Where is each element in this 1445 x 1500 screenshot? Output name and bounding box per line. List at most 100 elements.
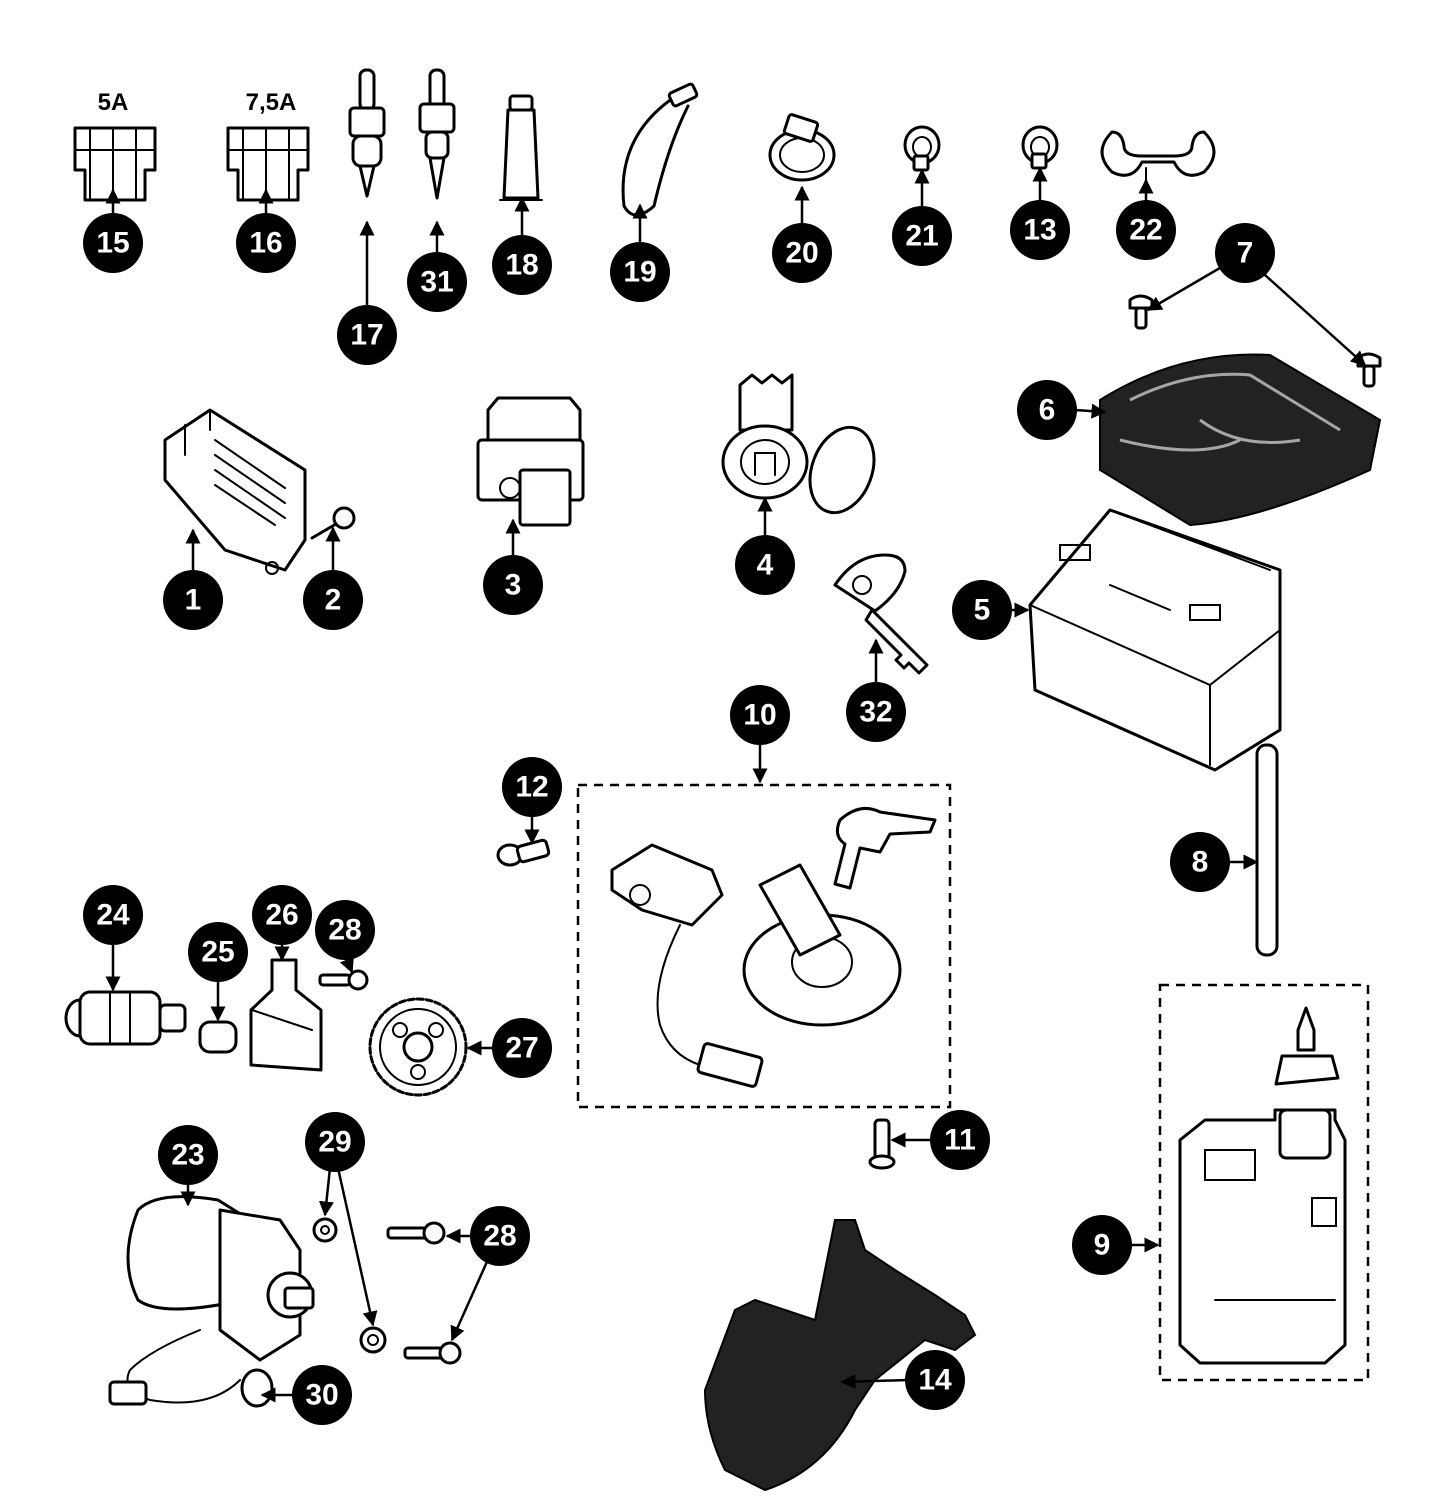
callout-number: 18	[505, 249, 538, 282]
callout-29: 29	[305, 1112, 365, 1172]
screw-part-11	[868, 1118, 896, 1170]
callout-17: 17	[337, 305, 397, 365]
callout-number: 23	[171, 1139, 204, 1172]
screw-part-2	[310, 506, 356, 540]
bolt-part-28-upper-right	[386, 1221, 446, 1245]
callout-3: 3	[483, 555, 543, 615]
callout-number: 20	[785, 237, 818, 270]
callout-number: 22	[1129, 214, 1162, 247]
battery-tray-part	[703, 1219, 977, 1492]
callout-2: 2	[303, 570, 363, 630]
callout-26: 26	[252, 885, 312, 945]
callout-5: 5	[952, 580, 1012, 640]
callout-11: 11	[930, 1110, 990, 1170]
callout-10: 10	[730, 685, 790, 745]
voltage-regulator-part	[163, 408, 307, 575]
callout-24: 24	[83, 885, 143, 945]
callout-number: 21	[905, 220, 938, 253]
callout-number: 25	[201, 936, 234, 969]
callout-31: 31	[407, 252, 467, 312]
callout-number: 10	[743, 699, 776, 732]
callout-23: 23	[158, 1125, 218, 1185]
bulb-part-17	[348, 68, 386, 198]
o-ring-part	[240, 1368, 274, 1408]
callout-9: 9	[1072, 1215, 1132, 1275]
callout-30: 30	[292, 1365, 352, 1425]
callout-number: 24	[96, 899, 130, 932]
callout-number: 28	[483, 1220, 516, 1253]
callout-28-upper: 28	[315, 900, 375, 960]
starter-drive-part	[64, 990, 187, 1046]
grease-tube-part	[499, 94, 543, 201]
callout-8: 8	[1170, 832, 1230, 892]
callout-27: 27	[492, 1018, 552, 1078]
double-clip-part	[1100, 130, 1216, 181]
callout-number: 16	[249, 227, 282, 260]
cable-tie-part	[621, 82, 699, 217]
callout-number: 30	[305, 1379, 338, 1412]
callout-number: 2	[325, 584, 342, 617]
leader-lines	[105, 166, 1367, 1403]
bushing-part	[198, 1020, 238, 1054]
washer-part-upper	[312, 1217, 338, 1243]
callout-number: 17	[350, 319, 383, 352]
fuse-5a-rating: 5A	[98, 89, 129, 116]
callout-number: 29	[318, 1126, 351, 1159]
callout-number: 8	[1192, 846, 1209, 879]
rivet-part-right	[1356, 352, 1382, 388]
callout-number: 14	[918, 1364, 952, 1397]
fuse-7-5a-rating: 7,5A	[246, 89, 297, 116]
callout-number: 7	[1237, 237, 1254, 270]
callout-25: 25	[188, 922, 248, 982]
callout-number: 31	[420, 266, 453, 299]
bolt-part-28-upper	[318, 969, 369, 991]
callout-number: 19	[623, 256, 656, 289]
battery-part	[1028, 508, 1282, 772]
screw-part-12	[496, 838, 551, 867]
callout-number: 9	[1094, 1229, 1111, 1262]
washer-part-lower	[359, 1326, 387, 1354]
callout-28-lower: 28	[470, 1206, 530, 1266]
fuse-7-5a-part: 7,5A	[226, 89, 310, 202]
fuse-5a-part: 5A	[73, 89, 157, 202]
callout-15: 15	[83, 213, 143, 273]
callout-number: 5	[974, 594, 991, 627]
callout-7: 7	[1215, 223, 1275, 283]
callout-4: 4	[735, 535, 795, 595]
callout-number: 32	[859, 696, 892, 729]
callout-22: 22	[1116, 200, 1176, 260]
vent-hose-part	[1255, 743, 1279, 957]
callout-19: 19	[610, 242, 670, 302]
starter-motor-part	[108, 1195, 315, 1406]
callout-12: 12	[502, 757, 562, 817]
callout-number: 6	[1039, 394, 1056, 427]
callout-number: 4	[757, 549, 774, 582]
callout-number: 13	[1023, 214, 1056, 247]
callout-number: 28	[328, 914, 361, 947]
battery-cover-part	[1099, 353, 1382, 527]
callout-32: 32	[846, 682, 906, 742]
starter-gear-part	[368, 997, 468, 1097]
relay-part	[476, 396, 585, 527]
bolt-part-28-lower	[403, 1341, 462, 1365]
callout-number: 1	[185, 584, 202, 617]
callout-number: 27	[505, 1032, 538, 1065]
key-part	[833, 553, 929, 675]
small-clamp-part-21	[903, 125, 941, 172]
callout-21: 21	[892, 206, 952, 266]
callout-6: 6	[1017, 380, 1077, 440]
lock-set-part	[576, 783, 952, 1109]
callout-20: 20	[772, 223, 832, 283]
callout-16: 16	[236, 213, 296, 273]
callout-number: 11	[944, 1124, 976, 1157]
callout-number: 26	[265, 899, 298, 932]
rivet-part-left	[1128, 294, 1154, 330]
callout-14: 14	[905, 1350, 965, 1410]
bulb-part-31	[418, 68, 456, 200]
callout-number: 15	[96, 227, 129, 260]
starter-bracket-part	[249, 958, 323, 1072]
oil-container-part	[1158, 983, 1370, 1382]
callout-1: 1	[163, 570, 223, 630]
ignition-lock-part	[721, 373, 876, 515]
